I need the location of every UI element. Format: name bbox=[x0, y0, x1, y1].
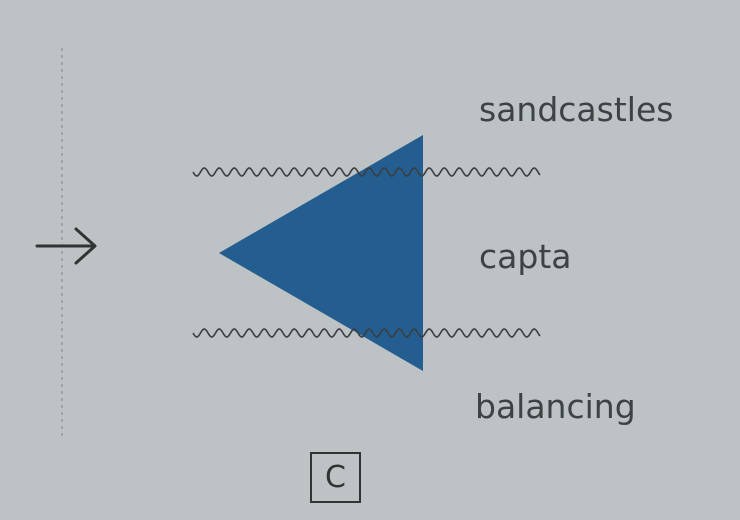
wavy-line-top bbox=[192, 167, 541, 177]
option-c-button[interactable]: C bbox=[310, 452, 361, 503]
label-top: sandcastles bbox=[479, 90, 674, 129]
option-letter: C bbox=[325, 460, 346, 495]
right-arrow-icon bbox=[35, 227, 97, 265]
left-pointing-triangle bbox=[219, 135, 423, 371]
label-bottom: balancing bbox=[475, 387, 636, 426]
wavy-line-bottom bbox=[192, 328, 541, 338]
label-middle: capta bbox=[479, 237, 572, 276]
